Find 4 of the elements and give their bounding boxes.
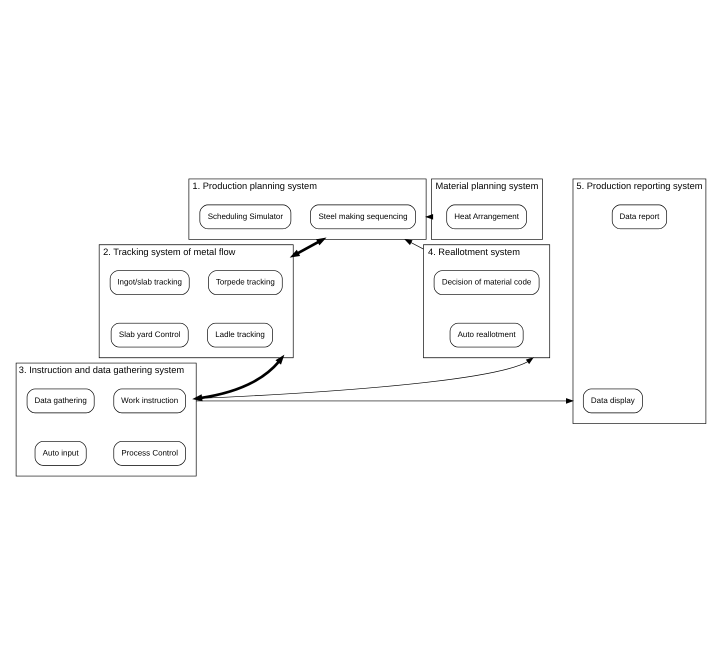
arrow (290, 237, 326, 258)
arrow (192, 354, 284, 401)
arrow (196, 398, 574, 404)
arrow (404, 238, 424, 249)
